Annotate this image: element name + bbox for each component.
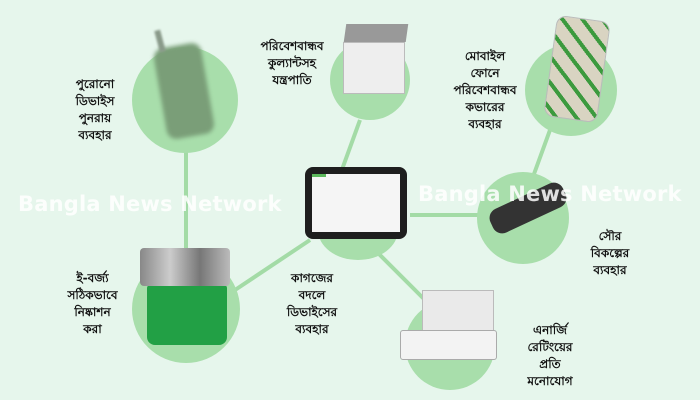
ewaste-devices-icon	[140, 248, 230, 286]
ac-indoor-unit-icon	[400, 330, 497, 360]
label-paperless: কাগজের বদলে ডিভাইসের ব্যবহার	[286, 271, 338, 336]
label-reuse: পুরোনো ডিভাইস পুনরায় ব্যবহার	[75, 77, 115, 142]
freezer-icon	[343, 42, 405, 94]
label-energy-rating: এনার্জি রেটিংয়ের প্রতি মনোযোগ	[527, 323, 573, 388]
watermark-left: Bangla News Network	[18, 192, 282, 216]
label-eco-coolant: পরিবেশবান্ধব কুল্যান্টসহ যন্ত্রপাতি	[260, 39, 324, 87]
watermark-right: Bangla News Network	[418, 182, 682, 206]
recycle-basket-icon	[147, 285, 227, 345]
label-eco-cover: মোবাইল ফোনে পরিবেশবান্ধব কভারের ব্যবহার	[453, 49, 517, 131]
tablet-screen-header	[312, 174, 326, 177]
label-ewaste: ই-বর্জ্য সঠিকভাবে নিষ্কাশন করা	[67, 271, 118, 336]
tablet-screen	[312, 174, 400, 232]
freezer-lid-icon	[343, 24, 409, 42]
label-solar: সৌর বিকল্পের ব্যবহার	[590, 229, 630, 277]
